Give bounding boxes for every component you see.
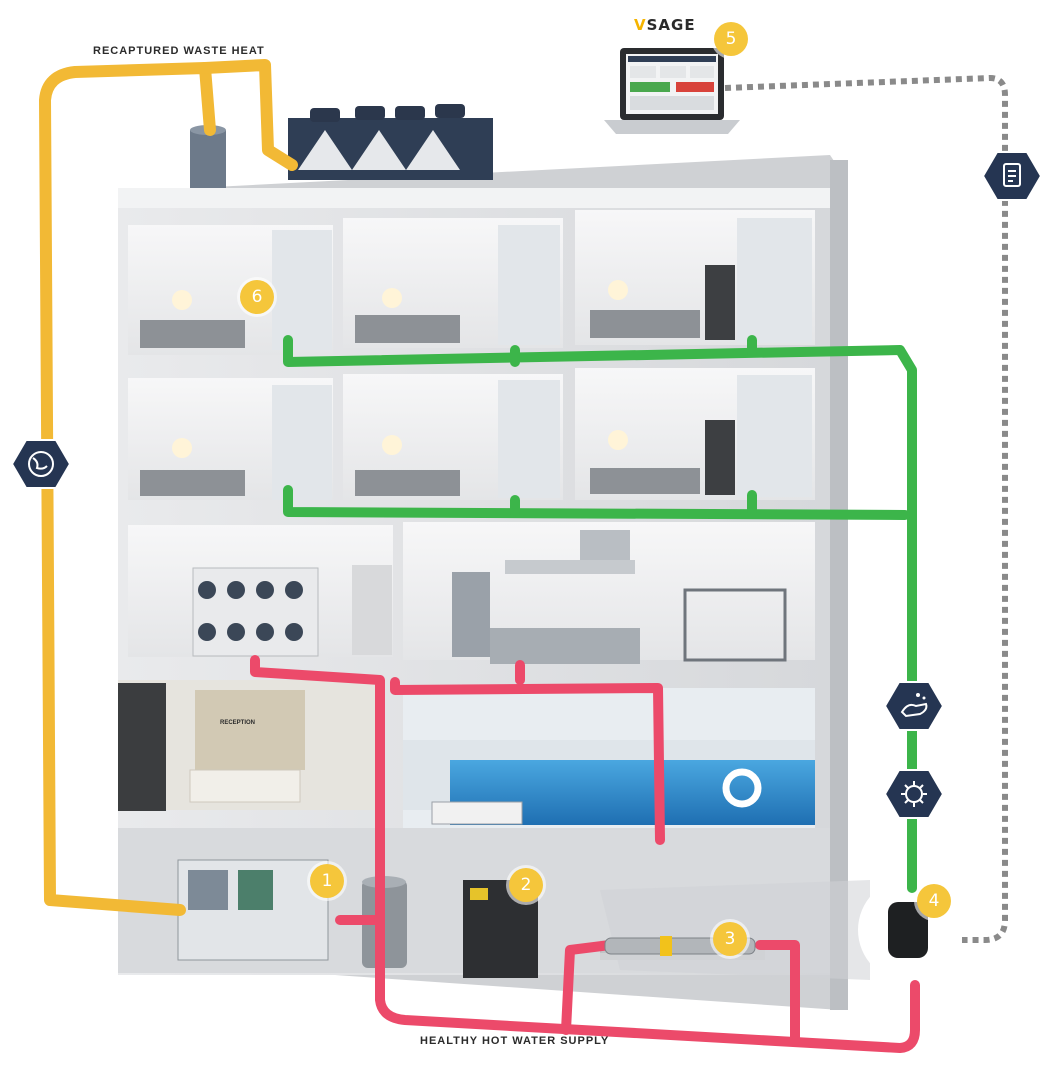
globe-icon — [11, 439, 71, 489]
rooftop-ventilation-unit — [190, 104, 493, 188]
logo-name: SAGE — [646, 16, 696, 34]
clipboard-checklist-icon — [982, 151, 1042, 201]
badge-2: 2 — [509, 868, 543, 902]
waste-heat-label: RECAPTURED WASTE HEAT — [93, 45, 265, 57]
badge-5: 5 — [714, 22, 748, 56]
reception-lobby: RECEPTION — [118, 680, 383, 811]
laundry-room — [128, 525, 393, 657]
reception-sign: RECEPTION — [220, 720, 255, 726]
green-water-pipe — [283, 335, 917, 893]
badge-1: 1 — [310, 864, 344, 898]
kitchen — [403, 522, 815, 664]
bacteria-icon — [884, 769, 944, 819]
guest-rooms-top-floor — [128, 210, 815, 355]
healthy-hot-water-pipe — [250, 655, 920, 1053]
laptop-dashboard — [604, 48, 740, 134]
recaptured-waste-heat-pipe — [39, 59, 298, 916]
logo-v: V — [634, 16, 647, 34]
swimming-pool — [403, 688, 815, 838]
badge-3: 3 — [713, 922, 747, 956]
vsage-logo: VSAGE — [634, 16, 696, 34]
badge-6: 6 — [240, 280, 274, 314]
smart-sensor-callout — [600, 878, 962, 982]
guest-rooms-second-floor — [128, 368, 815, 500]
badge-4: 4 — [917, 884, 951, 918]
hot-water-label: HEALTHY HOT WATER SUPPLY — [420, 1035, 610, 1047]
hand-washing-icon — [884, 681, 944, 731]
